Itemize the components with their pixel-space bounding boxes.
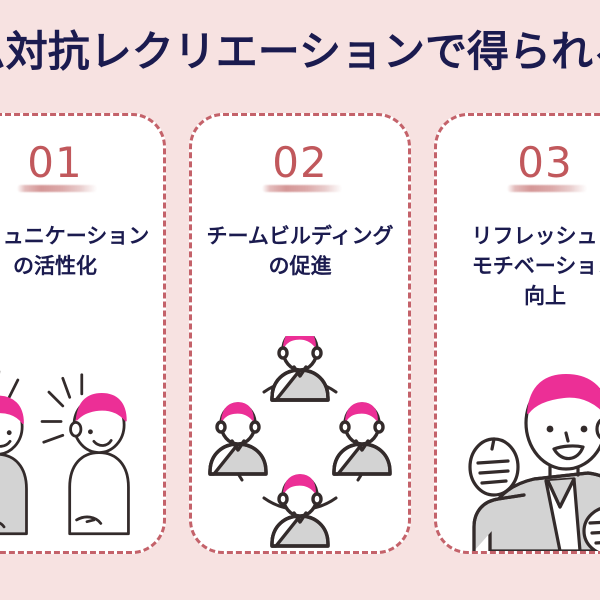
card-number: 01	[27, 138, 83, 187]
card-title-line-2: の活性化	[13, 254, 97, 278]
card-title-line-2: の促進	[268, 254, 332, 278]
avatar-bottom	[269, 474, 330, 548]
card-title-line-1: リフレッシュ・	[471, 225, 600, 248]
benefit-card-03[interactable]: 03 リフレッシュ・ モチベーション 向上	[434, 113, 600, 554]
card-title: チームビルディング の促進	[207, 222, 394, 282]
card-number-wrap: 01	[17, 138, 97, 192]
card-number-wrap: 02	[262, 138, 342, 192]
benefit-cards-row: 01 コミュニケーション の活性化	[0, 113, 600, 554]
person-c	[68, 392, 130, 536]
page-title: チーム対抗レクリエーションで得られる効果	[0, 28, 600, 75]
card-title-line-2: モチベーション	[471, 254, 600, 278]
brush-underline	[262, 185, 342, 192]
avatar-left	[207, 402, 268, 476]
card-number: 03	[517, 138, 573, 187]
card-title: コミュニケーション の活性化	[0, 222, 149, 282]
person-b	[0, 395, 28, 536]
brush-underline	[507, 185, 587, 192]
emphasis-lines-left	[0, 370, 20, 399]
avatar-right	[331, 402, 392, 476]
card-title-line-3: 向上	[524, 284, 566, 308]
emphasis-lines-right	[40, 373, 84, 444]
illustration-woman-fists-up	[437, 306, 600, 551]
illustration-three-people-talking	[0, 306, 163, 551]
page-header: チーム対抗レクリエーションで得られる効果	[0, 0, 600, 100]
illustration-four-people-circle	[192, 306, 408, 551]
avatar-top	[269, 336, 330, 402]
card-number-wrap: 03	[507, 138, 587, 192]
woman-figure	[467, 374, 600, 551]
benefit-card-01[interactable]: 01 コミュニケーション の活性化	[0, 113, 166, 554]
brush-underline	[17, 185, 97, 192]
card-title: リフレッシュ・ モチベーション 向上	[472, 222, 600, 311]
card-title-line-1: コミュニケーション	[0, 225, 150, 248]
card-title-line-1: チームビルディング	[206, 225, 394, 248]
card-number: 02	[272, 138, 328, 187]
benefit-card-02[interactable]: 02 チームビルディング の促進	[189, 113, 411, 554]
